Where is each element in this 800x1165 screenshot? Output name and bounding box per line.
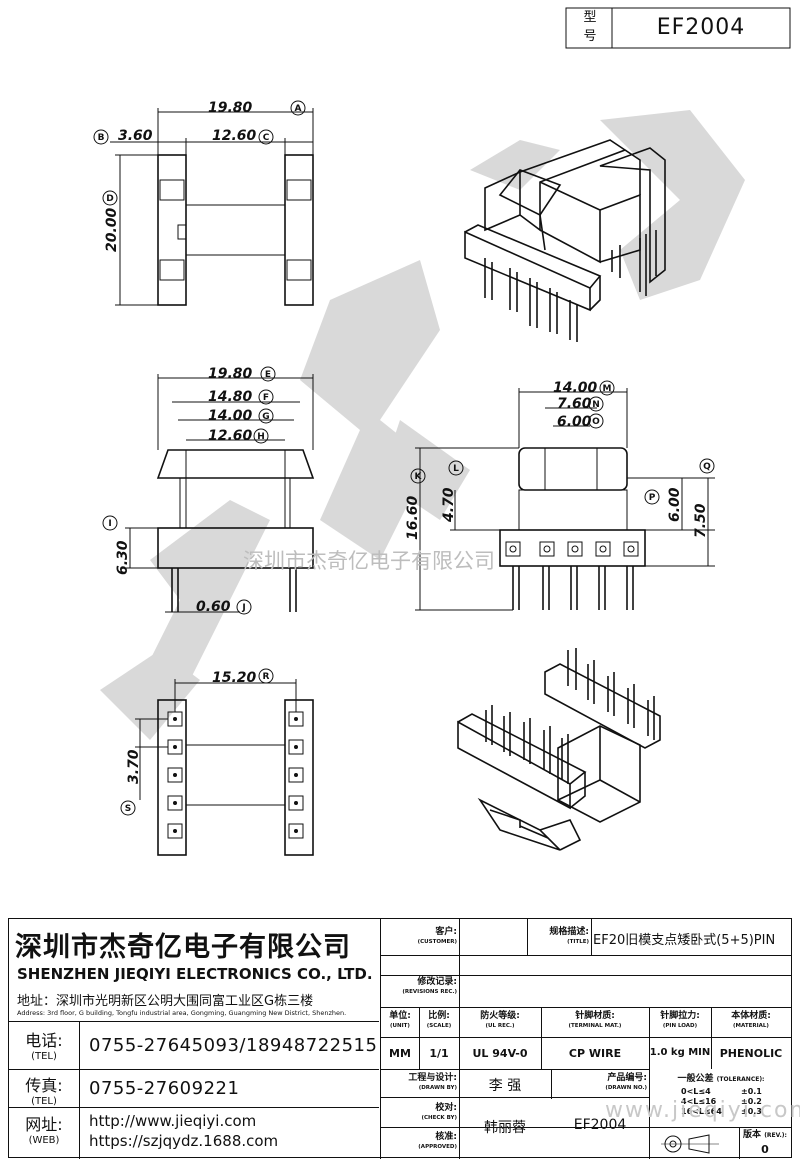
svg-text:F: F <box>263 393 269 403</box>
dim-d: 20.00 <box>104 207 120 252</box>
drawn-label: 工程与设计:(DRAWN BY) <box>408 1073 457 1091</box>
svg-text:G: G <box>262 412 269 422</box>
company-name-en: SHENZHEN JIEQIYI ELECTRONICS CO., LTD. <box>17 965 373 983</box>
dim-k: 16.60 <box>405 495 421 540</box>
drawing-number: EF2004 <box>573 1117 627 1133</box>
web-label: 网址:(WEB) <box>25 1115 63 1146</box>
svg-text:R: R <box>263 672 270 682</box>
dim-s: 3.70 <box>126 749 142 784</box>
model-label: 型号 <box>583 10 597 44</box>
material-value: PHENOLIC <box>719 1047 783 1060</box>
terminal-label: 针脚材质:(TERMINAL MAT.) <box>568 1011 622 1029</box>
ul-label: 防火等级:(UL REC.) <box>480 1011 520 1029</box>
unit-label: 单位:(UNIT) <box>389 1011 411 1029</box>
customer-label: 客户:(CUSTOMER) <box>417 927 457 945</box>
scale-value: 1/1 <box>429 1047 449 1060</box>
check-label: 校对:(CHECK BY) <box>421 1103 457 1121</box>
dim-f: 14.80 <box>208 389 253 405</box>
svg-text:J: J <box>241 603 245 613</box>
scale-label: 比例:(SCALE) <box>426 1011 452 1029</box>
dim-q: 7.50 <box>693 503 709 538</box>
unit-value: MM <box>389 1047 411 1060</box>
tolerance-values: ±0.1 ±0.2 ±0.3 <box>741 1087 762 1116</box>
isometric-view-top <box>464 139 666 342</box>
front-view <box>125 374 315 613</box>
bottom-view <box>135 679 314 856</box>
tel-value: 0755-27645093/18948722515 <box>89 1035 378 1056</box>
dim-e: 19.80 <box>208 366 253 382</box>
top-view <box>110 108 314 306</box>
dim-c: 12.60 <box>212 128 257 144</box>
dim-j: 0.60 <box>196 599 231 615</box>
svg-text:O: O <box>592 417 600 427</box>
engineering-drawing: 19.80 3.60 12.60 20.00 19.80 14.80 14.00… <box>93 7 791 856</box>
approved-label: 核准:(APPROVED) <box>418 1132 457 1150</box>
dim-r: 15.20 <box>212 670 257 686</box>
title-value: EF20旧模支点矮卧式(5+5)PIN <box>593 933 776 948</box>
svg-text:C: C <box>263 133 270 143</box>
terminal-value: CP WIRE <box>568 1047 622 1060</box>
projection-symbol-icon <box>661 1134 719 1154</box>
dimension-markers <box>93 100 715 816</box>
dim-i: 6.30 <box>115 540 131 575</box>
tolerance-label: 一般公差 (TOLERANCE): <box>677 1074 765 1084</box>
svg-text:L: L <box>453 464 459 474</box>
drawn-value: 李 强 <box>488 1078 522 1094</box>
dim-g: 14.00 <box>208 408 253 424</box>
pinload-label: 针脚拉力:(PIN LOAD) <box>660 1011 700 1029</box>
watermark-url: www.jieqiyi.com <box>605 1098 800 1123</box>
company-name-cn: 深圳市杰奇亿电子有限公司 <box>15 932 351 963</box>
side-view <box>415 388 715 611</box>
title-label: 规格描述:(TITLE) <box>549 927 589 945</box>
isometric-view-bottom <box>457 648 661 851</box>
svg-text:Q: Q <box>703 462 711 472</box>
fax-value: 0755-27609221 <box>89 1078 240 1099</box>
svg-text:H: H <box>257 432 265 442</box>
address-en: Address: 3rd floor, G building, Tongfu i… <box>17 1009 347 1017</box>
svg-text:M: M <box>603 384 612 394</box>
spec-grid: 客户:(CUSTOMER) 规格描述:(TITLE) EF20旧模支点矮卧式(5… <box>381 919 791 1159</box>
pinload-value: 1.0 kg MIN <box>649 1047 711 1058</box>
svg-text:K: K <box>415 472 423 482</box>
dim-n: 7.60 <box>557 396 592 412</box>
title-block: 深圳市杰奇亿电子有限公司 SHENZHEN JIEQIYI ELECTRONIC… <box>8 918 792 1159</box>
model-box <box>565 7 791 49</box>
tolerance-ranges: 0<L≤4 4<L≤16 16<L≤64 <box>681 1087 722 1116</box>
svg-text:B: B <box>98 133 105 143</box>
company-section: 深圳市杰奇亿电子有限公司 SHENZHEN JIEQIYI ELECTRONIC… <box>9 919 381 1159</box>
fax-label: 传真:(TEL) <box>25 1076 63 1107</box>
tel-label: 电话:(TEL) <box>25 1031 63 1062</box>
svg-text:D: D <box>106 194 113 204</box>
material-label: 本体材质:(MATERIAL) <box>731 1011 771 1029</box>
dim-b: 3.60 <box>118 128 153 144</box>
address-line: 地址：深圳市光明新区公明大围同富工业区G栋三楼 <box>17 994 314 1009</box>
svg-text:I: I <box>108 519 111 529</box>
dim-a: 19.80 <box>208 100 253 116</box>
web-url-2[interactable]: https://szjqydz.1688.com <box>89 1132 279 1150</box>
svg-text:P: P <box>649 493 656 503</box>
model-number: EF2004 <box>656 15 746 40</box>
watermark-text: 深圳市杰奇亿电子有限公司 <box>243 549 495 573</box>
dim-p: 6.00 <box>667 487 683 522</box>
revision-label: 修改记录:(REVISIONS REC.) <box>402 977 457 995</box>
svg-text:A: A <box>295 104 302 114</box>
ul-value: UL 94V-0 <box>472 1047 528 1060</box>
svg-text:E: E <box>265 370 271 380</box>
dim-l: 4.70 <box>441 487 457 523</box>
rev-value: 0 <box>761 1143 769 1156</box>
check-value: 韩丽蓉 <box>484 1120 526 1136</box>
rev-label: 版本 (REV.): <box>743 1130 787 1140</box>
dim-o: 6.00 <box>557 414 592 430</box>
svg-text:N: N <box>592 400 600 410</box>
drawn-no-label: 产品编号:(DRAWN NO.) <box>605 1073 647 1091</box>
svg-text:S: S <box>125 804 131 814</box>
watermark-logo <box>100 110 745 740</box>
dim-h: 12.60 <box>208 428 253 444</box>
web-url-1[interactable]: http://www.jieqiyi.com <box>89 1112 257 1130</box>
marker-letters: A B C D E F GH I J K L MN O P Q R S <box>98 104 712 814</box>
dim-m: 14.00 <box>553 380 598 396</box>
